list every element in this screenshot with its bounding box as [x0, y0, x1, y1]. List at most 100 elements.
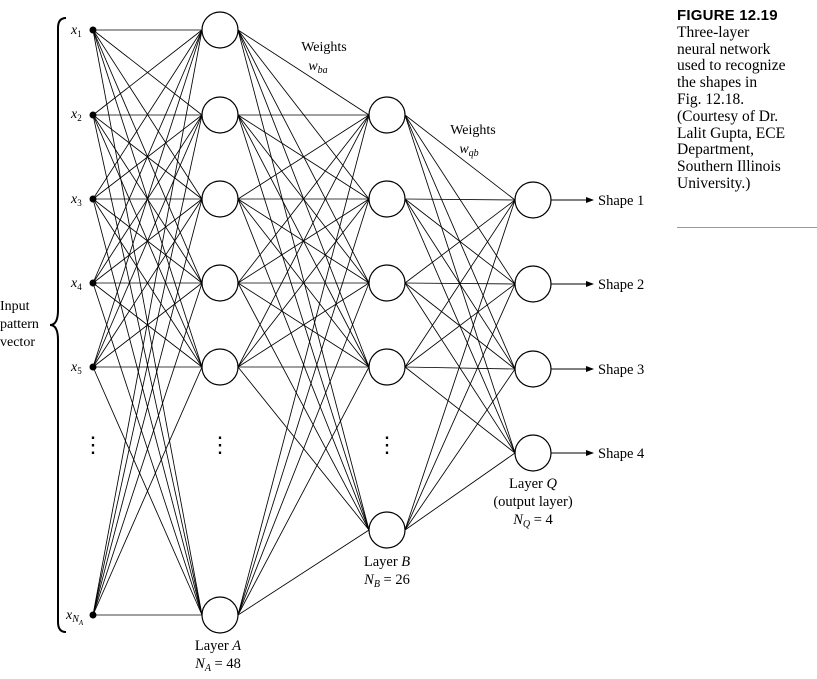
- caption-line: Three-layer: [677, 23, 750, 41]
- output-label-shape-1: Shape 1: [598, 193, 644, 209]
- edge-input-to-a: [92, 29, 203, 200]
- edge-a-to-b: [237, 198, 370, 616]
- input-node-dot: [89, 26, 97, 34]
- layer-b-ellipsis: ⋮: [376, 432, 398, 457]
- output-arrows: [551, 197, 594, 456]
- input-label-x1: x1: [70, 23, 82, 39]
- caption-line: University.): [677, 174, 751, 192]
- svg-text:pattern: pattern: [0, 317, 39, 332]
- edge-b-to-q: [404, 199, 516, 284]
- edge-b-to-q: [404, 283, 516, 531]
- layer-a-node: [201, 348, 239, 386]
- svg-text:(output layer): (output layer): [493, 494, 572, 510]
- layer-q-node: [514, 434, 552, 472]
- layer-b-node: [368, 348, 406, 386]
- output-label-shape-3: Shape 3: [598, 362, 644, 378]
- caption-line: used to recognize: [677, 57, 786, 75]
- edge-b-to-q: [404, 366, 516, 454]
- svg-text:Input: Input: [0, 299, 30, 314]
- svg-text:NQ = 4: NQ = 4: [512, 512, 553, 530]
- input-node-dot: [89, 111, 97, 119]
- layer-a-node: [201, 180, 239, 218]
- edge-input-to-a: [92, 29, 203, 616]
- edge-b-to-q: [404, 368, 516, 531]
- layer-a-node: [201, 11, 239, 49]
- svg-text:Weights: Weights: [301, 40, 347, 55]
- edge-a-to-b: [237, 282, 370, 616]
- edge-input-to-a: [92, 29, 203, 368]
- svg-text:Weights: Weights: [450, 123, 496, 138]
- edge-a-to-b: [237, 114, 370, 531]
- svg-text:NB = 26: NB = 26: [363, 572, 410, 590]
- caption-line: Fig. 12.18.: [677, 90, 745, 108]
- weights-qb-label: Weights wqb: [450, 123, 496, 159]
- svg-text:vector: vector: [0, 335, 35, 350]
- edge-a-to-b: [237, 114, 370, 284]
- edge-b-to-q: [404, 366, 516, 370]
- layer-a-node: [201, 96, 239, 134]
- layer-a-node: [201, 264, 239, 302]
- edge-input-to-a: [92, 198, 203, 616]
- layer-b-node: [368, 180, 406, 218]
- output-label-shape-2: Shape 2: [598, 277, 644, 293]
- edge-input-to-a: [92, 114, 203, 616]
- caption-line: Southern Illinois: [677, 158, 781, 176]
- output-label-shape-4: Shape 4: [598, 446, 645, 462]
- edge-a-to-b: [237, 29, 370, 116]
- input-label-xNA: xNA: [65, 608, 84, 627]
- input-node-dot: [89, 363, 97, 371]
- caption-line: Lalit Gupta, ECE: [677, 124, 786, 142]
- figure-caption: FIGURE 12.19 Three-layer neural network …: [677, 7, 815, 193]
- caption-line: the shapes in: [677, 74, 758, 92]
- edge-b-to-q: [404, 114, 516, 201]
- edge-input-to-a: [92, 29, 203, 284]
- layer-q-label: Layer Q (output layer) NQ = 4: [493, 476, 572, 530]
- layer-a-node: [201, 596, 239, 634]
- layer-b-node: [368, 511, 406, 549]
- input-node-dot: [89, 611, 97, 619]
- edge-b-to-q: [404, 452, 516, 531]
- svg-text:wqb: wqb: [459, 142, 478, 159]
- edge-a-to-b: [237, 282, 370, 368]
- edge-b-to-q: [404, 199, 516, 531]
- edge-a-to-b: [237, 114, 370, 200]
- edge-a-to-b: [237, 366, 370, 616]
- input-label-x3: x3: [70, 192, 82, 208]
- layer-q-node: [514, 350, 552, 388]
- input-labels: x1 x2 x3 x4 x5 xNA: [65, 23, 84, 627]
- caption-divider: [677, 227, 817, 228]
- input-ellipsis: ⋮: [82, 432, 104, 457]
- connection-lines: [92, 29, 516, 616]
- layer-a-label: Layer A NA = 48: [194, 638, 241, 674]
- edge-a-to-b: [237, 198, 370, 368]
- edge-input-to-a: [92, 282, 203, 616]
- network-nodes: [89, 11, 552, 634]
- layer-q-node: [514, 265, 552, 303]
- figure-number: FIGURE 12.19: [677, 7, 778, 24]
- caption-line: neural network: [677, 40, 771, 58]
- input-brace: [49, 17, 67, 633]
- edge-a-to-b: [237, 29, 370, 200]
- weights-ba-label: Weights wba: [301, 40, 347, 76]
- caption-line: Department,: [677, 141, 755, 159]
- layer-b-node: [368, 264, 406, 302]
- edge-b-to-q: [404, 198, 516, 201]
- layer-q-node: [514, 181, 552, 219]
- svg-text:wba: wba: [308, 59, 327, 76]
- edge-input-to-a: [92, 198, 203, 368]
- svg-text:Layer Q: Layer Q: [509, 476, 557, 492]
- edge-a-to-b: [237, 29, 370, 531]
- input-label-x4: x4: [70, 276, 82, 292]
- input-label-x5: x5: [70, 360, 82, 376]
- svg-text:NA = 48: NA = 48: [194, 656, 241, 674]
- layer-b-node: [368, 96, 406, 134]
- svg-text:Layer A: Layer A: [195, 638, 241, 654]
- input-label-x2: x2: [70, 107, 82, 123]
- edge-b-to-q: [404, 199, 516, 368]
- edge-b-to-q: [404, 283, 516, 368]
- edge-input-to-a: [92, 29, 203, 116]
- layer-a-ellipsis: ⋮: [209, 432, 231, 457]
- edge-input-to-a: [92, 282, 203, 368]
- caption-line: (Courtesy of Dr.: [677, 107, 779, 125]
- input-node-dot: [89, 195, 97, 203]
